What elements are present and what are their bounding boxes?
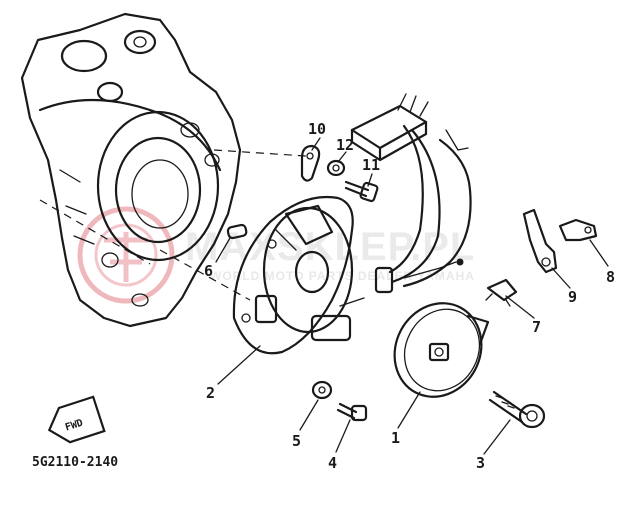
part-1-rotor <box>393 302 490 398</box>
fwd-label: FWD <box>64 418 85 434</box>
leader-lines <box>215 137 609 455</box>
callouts: 1 2 3 4 5 6 7 8 9 10 11 12 <box>204 120 615 472</box>
callout-4: 4 <box>328 454 337 472</box>
callout-7: 7 <box>532 318 541 336</box>
watermark: MAXSKLEP.PL WORLD MOTO PARTS DEALER YAMA… <box>77 206 474 304</box>
part-10-clamp <box>300 144 321 182</box>
part-3-bolt <box>488 390 546 429</box>
part-4-screw <box>336 402 368 422</box>
part-2-stator-plate <box>232 196 394 355</box>
part-5-washer <box>311 380 333 400</box>
callout-2: 2 <box>206 384 215 402</box>
callout-8: 8 <box>606 268 615 286</box>
crankcase <box>20 12 242 328</box>
callout-12: 12 <box>336 136 354 154</box>
callout-3: 3 <box>476 454 485 472</box>
part-11-screw <box>344 180 379 203</box>
callout-6: 6 <box>204 262 213 280</box>
callout-5: 5 <box>292 432 301 450</box>
part-12-washer <box>326 159 346 177</box>
part-8-clip <box>558 218 598 242</box>
part-code: 5G2110-2140 <box>32 455 118 470</box>
callout-9: 9 <box>568 288 577 306</box>
fwd-arrow-icon: FWD <box>47 395 106 444</box>
part-9-lever <box>522 208 558 274</box>
wire-harness <box>350 93 472 288</box>
callout-1: 1 <box>391 429 400 447</box>
part-7-holder <box>485 278 518 307</box>
callout-11: 11 <box>362 156 380 174</box>
callout-10: 10 <box>308 120 326 138</box>
part-6-dowel-pin <box>226 223 248 240</box>
